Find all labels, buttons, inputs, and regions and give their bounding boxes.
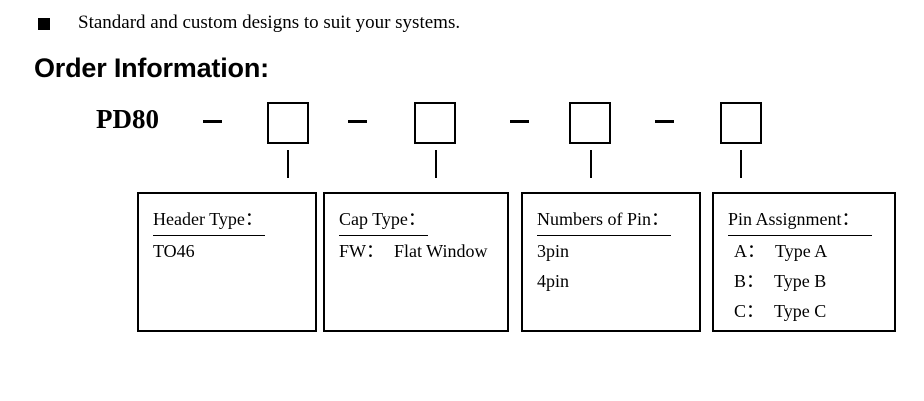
legend-title-colon: ：	[244, 209, 265, 229]
square-bullet-icon	[38, 18, 50, 30]
code-separator-dash-4	[655, 120, 674, 123]
legend-title-text: Pin Assignment	[728, 209, 842, 229]
legend-item-value: Flat Window	[394, 241, 488, 261]
legend-title-header-type: Header Type：	[153, 204, 265, 236]
legend-title-text: Header Type	[153, 209, 245, 229]
legend-item-key: B	[734, 271, 747, 291]
legend-item-value: Type C	[774, 301, 827, 321]
feature-bullet-row: Standard and custom designs to suit your…	[38, 10, 460, 36]
legend-title-colon: ：	[407, 209, 428, 229]
code-separator-dash-2	[348, 120, 367, 123]
legend-item-value: Type B	[774, 271, 827, 291]
connector-line-3	[590, 150, 592, 178]
connector-line-1	[287, 150, 289, 178]
legend-item: TO46	[153, 236, 315, 266]
code-slot-3[interactable]	[569, 102, 611, 144]
legend-box-pin-assignment: Pin Assignment： A：Type A B：Type B C：Type…	[712, 192, 896, 332]
code-slot-4[interactable]	[720, 102, 762, 144]
page-title: Order Information:	[34, 53, 269, 83]
legend-title-text: Numbers of Pin	[537, 209, 651, 229]
code-slot-2[interactable]	[414, 102, 456, 144]
legend-item-key: C	[734, 301, 747, 321]
legend-title-pin-assignment: Pin Assignment：	[728, 204, 872, 236]
legend-item-colon: ：	[747, 241, 766, 261]
legend-item: C： Type C	[728, 296, 894, 326]
code-separator-dash-1	[203, 120, 222, 123]
legend-title-cap-type: Cap Type：	[339, 204, 428, 236]
connector-line-4	[740, 150, 742, 178]
connector-line-2	[435, 150, 437, 178]
legend-item-colon: ：	[746, 301, 766, 321]
legend-item-value: TO46	[153, 241, 195, 261]
legend-item: FW： Flat Window	[339, 236, 507, 266]
legend-item-value: Type A	[775, 241, 828, 261]
legend-item-value: 3pin	[537, 241, 570, 261]
code-slot-1[interactable]	[267, 102, 309, 144]
legend-box-header-type: Header Type： TO46	[137, 192, 317, 332]
legend-title-colon: ：	[651, 209, 671, 229]
legend-box-cap-type: Cap Type： FW：Flat Window	[323, 192, 509, 332]
legend-item: B： Type B	[728, 266, 894, 296]
feature-bullet-text: Standard and custom designs to suit your…	[78, 12, 461, 33]
legend-title-colon: ：	[841, 209, 862, 229]
legend-item-colon: ：	[746, 271, 766, 291]
legend-item-colon: ：	[366, 241, 385, 261]
legend-item: 3pin	[537, 236, 699, 266]
order-code-row: PD80	[0, 0, 924, 180]
part-number-prefix: PD80	[96, 104, 159, 134]
code-separator-dash-3	[510, 120, 529, 123]
legend-item: 4pin	[537, 266, 699, 296]
legend-item-value: 4pin	[537, 271, 570, 291]
legend-title-text: Cap Type	[339, 209, 408, 229]
legend-title-numbers-of-pin: Numbers of Pin：	[537, 204, 671, 236]
legend-item-key: FW	[339, 241, 366, 261]
legend-item: A： Type A	[728, 236, 894, 266]
legend-box-numbers-of-pin: Numbers of Pin： 3pin 4pin	[521, 192, 701, 332]
legend-item-key: A	[734, 241, 747, 261]
